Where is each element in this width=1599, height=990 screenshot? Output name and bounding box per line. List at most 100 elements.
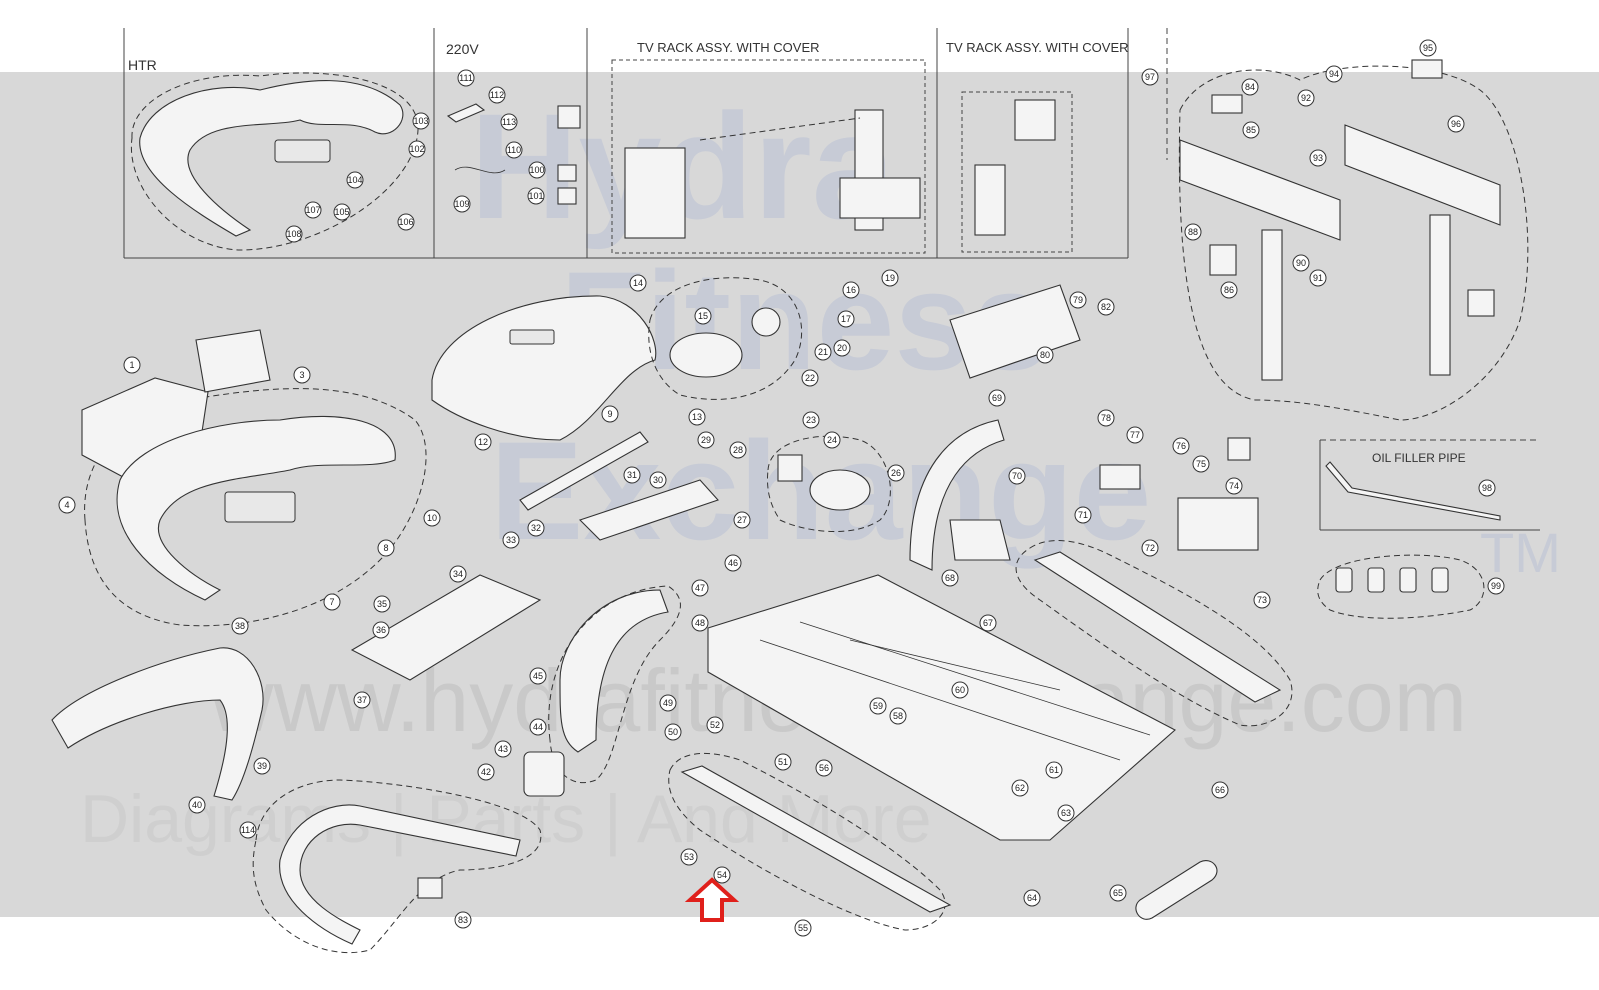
callout-75[interactable]: 75 [1192,455,1210,473]
callout-105[interactable]: 105 [333,203,351,221]
callout-69[interactable]: 69 [988,389,1006,407]
callout-20[interactable]: 20 [833,339,851,357]
callout-13[interactable]: 13 [688,408,706,426]
callout-77[interactable]: 77 [1126,426,1144,444]
callout-56[interactable]: 56 [815,759,833,777]
callout-66[interactable]: 66 [1211,781,1229,799]
callout-96[interactable]: 96 [1447,115,1465,133]
callout-67[interactable]: 67 [979,614,997,632]
callout-40[interactable]: 40 [188,796,206,814]
callout-60[interactable]: 60 [951,681,969,699]
callout-32[interactable]: 32 [527,519,545,537]
callout-88[interactable]: 88 [1184,223,1202,241]
callout-68[interactable]: 68 [941,569,959,587]
callout-33[interactable]: 33 [502,531,520,549]
callout-73[interactable]: 73 [1253,591,1271,609]
callout-4[interactable]: 4 [58,496,76,514]
callout-98[interactable]: 98 [1478,479,1496,497]
callout-86[interactable]: 86 [1220,281,1238,299]
callout-16[interactable]: 16 [842,281,860,299]
callout-83[interactable]: 83 [454,911,472,929]
callout-78[interactable]: 78 [1097,409,1115,427]
callout-50[interactable]: 50 [664,723,682,741]
callout-94[interactable]: 94 [1325,65,1343,83]
callout-84[interactable]: 84 [1241,78,1259,96]
callout-103[interactable]: 103 [412,112,430,130]
callout-71[interactable]: 71 [1074,506,1092,524]
callout-92[interactable]: 92 [1297,89,1315,107]
callout-43[interactable]: 43 [494,740,512,758]
callout-90[interactable]: 90 [1292,254,1310,272]
callout-30[interactable]: 30 [649,471,667,489]
callout-110[interactable]: 110 [505,141,523,159]
callout-108[interactable]: 108 [285,225,303,243]
callout-1[interactable]: 1 [123,356,141,374]
callout-49[interactable]: 49 [659,694,677,712]
callout-70[interactable]: 70 [1008,467,1026,485]
callout-34[interactable]: 34 [449,565,467,583]
callout-113[interactable]: 113 [500,113,518,131]
callout-21[interactable]: 21 [814,343,832,361]
callout-28[interactable]: 28 [729,441,747,459]
callout-62[interactable]: 62 [1011,779,1029,797]
callout-35[interactable]: 35 [373,595,391,613]
callout-44[interactable]: 44 [529,718,547,736]
callout-93[interactable]: 93 [1309,149,1327,167]
callout-91[interactable]: 91 [1309,269,1327,287]
callout-24[interactable]: 24 [823,431,841,449]
callout-104[interactable]: 104 [346,171,364,189]
callout-100[interactable]: 100 [528,161,546,179]
callout-72[interactable]: 72 [1141,539,1159,557]
callout-74[interactable]: 74 [1225,477,1243,495]
callout-76[interactable]: 76 [1172,437,1190,455]
callout-65[interactable]: 65 [1109,884,1127,902]
callout-63[interactable]: 63 [1057,804,1075,822]
callout-42[interactable]: 42 [477,763,495,781]
callout-26[interactable]: 26 [887,464,905,482]
callout-51[interactable]: 51 [774,753,792,771]
callout-95[interactable]: 95 [1419,39,1437,57]
callout-48[interactable]: 48 [691,614,709,632]
callout-109[interactable]: 109 [453,195,471,213]
callout-112[interactable]: 112 [488,86,506,104]
callout-52[interactable]: 52 [706,716,724,734]
callout-39[interactable]: 39 [253,757,271,775]
callout-61[interactable]: 61 [1045,761,1063,779]
callout-8[interactable]: 8 [377,539,395,557]
callout-22[interactable]: 22 [801,369,819,387]
callout-19[interactable]: 19 [881,269,899,287]
callout-101[interactable]: 101 [527,187,545,205]
callout-7[interactable]: 7 [323,593,341,611]
callout-107[interactable]: 107 [304,201,322,219]
callout-31[interactable]: 31 [623,466,641,484]
callout-102[interactable]: 102 [408,140,426,158]
callout-85[interactable]: 85 [1242,121,1260,139]
callout-14[interactable]: 14 [629,274,647,292]
callout-47[interactable]: 47 [691,579,709,597]
callout-15[interactable]: 15 [694,307,712,325]
callout-99[interactable]: 99 [1487,577,1505,595]
callout-27[interactable]: 27 [733,511,751,529]
callout-12[interactable]: 12 [474,433,492,451]
callout-55[interactable]: 55 [794,919,812,937]
callout-17[interactable]: 17 [837,310,855,328]
callout-80[interactable]: 80 [1036,346,1054,364]
callout-79[interactable]: 79 [1069,291,1087,309]
callout-53[interactable]: 53 [680,848,698,866]
callout-111[interactable]: 111 [457,69,475,87]
callout-37[interactable]: 37 [353,691,371,709]
callout-45[interactable]: 45 [529,667,547,685]
callout-54[interactable]: 54 [713,866,731,884]
callout-9[interactable]: 9 [601,405,619,423]
callout-38[interactable]: 38 [231,617,249,635]
callout-97[interactable]: 97 [1141,68,1159,86]
callout-10[interactable]: 10 [423,509,441,527]
callout-114[interactable]: 114 [239,821,257,839]
callout-82[interactable]: 82 [1097,298,1115,316]
callout-36[interactable]: 36 [372,621,390,639]
callout-29[interactable]: 29 [697,431,715,449]
callout-58[interactable]: 58 [889,707,907,725]
callout-23[interactable]: 23 [802,411,820,429]
callout-3[interactable]: 3 [293,366,311,384]
callout-59[interactable]: 59 [869,697,887,715]
